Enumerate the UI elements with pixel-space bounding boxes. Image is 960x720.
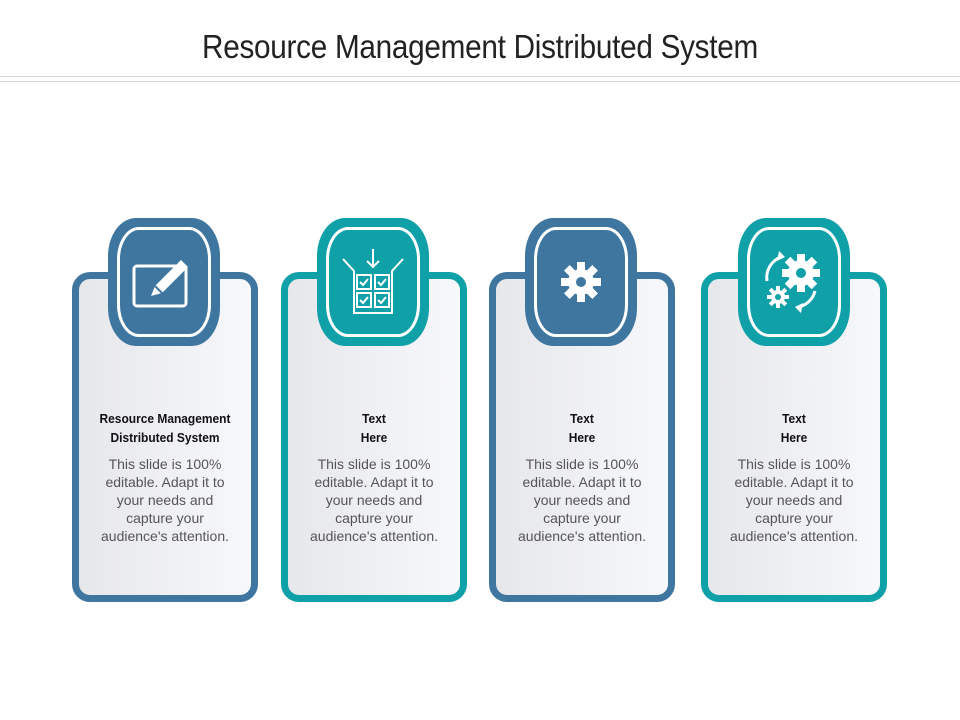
card-heading: Text [782,411,806,426]
card-body: This slide is 100% editable. Adapt it to… [518,456,646,544]
edit-icon [132,260,188,308]
page-title: Resource Management Distributed System [202,28,758,65]
gears-cycle-icon [762,247,828,313]
card-body: This slide is 100% editable. Adapt it to… [101,456,229,544]
card-heading: Distributed System [110,430,220,445]
card-1-badge [108,218,220,346]
card-heading: Here [780,430,808,445]
divider [0,76,960,77]
card-4-badge [738,218,850,346]
card-heading: Text [362,411,386,426]
card-body: This slide is 100% editable. Adapt it to… [310,456,438,544]
card-3-badge [525,218,637,346]
card-heading: Here [568,430,596,445]
gear-icon [559,260,603,304]
card-body: This slide is 100% editable. Adapt it to… [730,456,858,544]
divider [0,81,960,82]
checklist-box-icon [342,249,404,314]
card-heading: Text [570,411,594,426]
card-heading: Here [360,430,388,445]
card-heading: Resource Management [99,411,231,426]
card-2-badge [317,218,429,346]
